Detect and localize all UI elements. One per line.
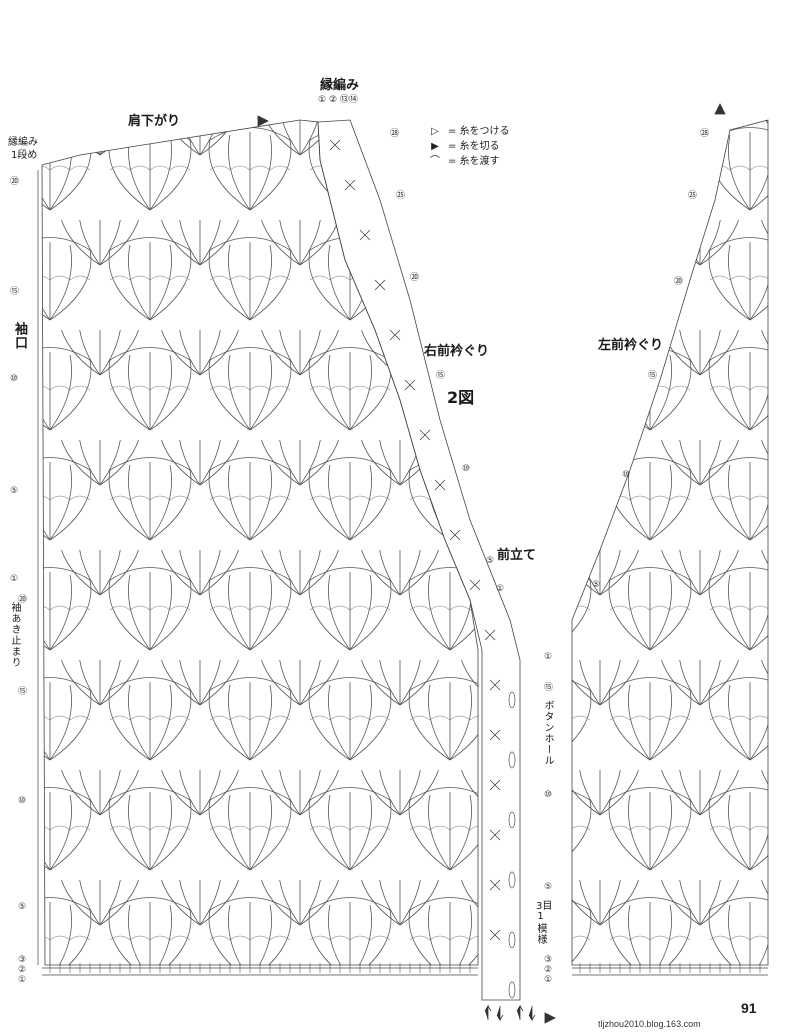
pattern-repeat-label-a: 3目 [536,901,553,912]
edging-row-number-2: ② [328,95,338,105]
row-marker: ⑳ [674,277,684,287]
row-marker: ⑩ [18,796,27,806]
cut-yarn-icon: ▶ [431,141,439,152]
edging-title: 縁編み [320,78,360,93]
front-band-label: 前立て [497,548,537,563]
row-marker: ㉕ [688,191,698,201]
foundation-ticks [49,963,761,973]
row-marker: ⑩ [462,464,471,474]
row-marker: ⑮ [648,371,658,381]
body-panel [41,119,479,966]
edging-row-numbers: ① ② ⑬⑭ [318,92,358,105]
row-marker: ① [10,574,19,584]
row-marker: ③ [544,955,553,965]
row-marker: ⑮ [436,371,446,381]
edging-row-number-3: ⑬⑭ [339,95,358,105]
row-marker: ⑮ [18,687,28,697]
left-front-panel [571,119,769,966]
carry-yarn-icon: ⌒ [430,156,440,167]
button-hole-label: ボタンホール [542,700,553,766]
row-marker: ⑩ [622,470,631,480]
row-marker: ⑮ [544,683,554,693]
row-marker: ㉘ [700,129,710,139]
right-neck-label: 右前衿ぐり [424,344,490,359]
row-marker: ⑳ [10,177,20,187]
join-yarn-icon: ▷ [431,126,439,137]
row-marker: ⑤ [486,556,495,566]
shoulder-label: 肩下がり [128,114,181,129]
legend-text: = 糸を切る [448,141,500,152]
row-marker: ① [18,975,27,985]
front-band [317,119,521,1001]
cuff-label: 袖口 [12,322,27,350]
row-marker: ① [544,652,553,662]
sleeve-end-label: 袖あき止まり [9,602,20,668]
row-marker: ㉘ [390,129,400,139]
row-marker: ⑤ [592,580,601,590]
bottom-arrows [257,103,726,1024]
page-number: 91 [741,1000,757,1016]
pattern-repeat-label-b: 1模様 [535,911,546,945]
legend-row: ▶ = 糸を切る [426,139,510,154]
foundation-rows [42,967,768,976]
row-marker: ① [544,975,553,985]
legend-text: = 糸を渡す [448,156,500,167]
row-marker: ⑤ [544,882,553,892]
row-marker: ⑳ [410,273,420,283]
row-marker: ⑤ [10,486,19,496]
row-marker: ㉕ [396,191,406,201]
row-marker: ⑩ [10,374,19,384]
row-marker: ② [544,965,553,975]
legend-text: = 糸をつける [448,126,510,137]
row-marker: ③ [18,955,27,965]
edging-row1-label-a: 縁編み [8,137,38,148]
watermark: tljzhou2010.blog.163.com [598,1019,701,1029]
edging-row1-label-b: 1段め [11,150,38,161]
symbol-legend: ▷ = 糸をつける ▶ = 糸を切る ⌒ = 糸を渡す [426,124,510,169]
row-marker: ⑤ [18,902,27,912]
row-marker: ⑳ [18,595,28,605]
row-marker: ① [496,584,505,594]
left-neck-label: 左前衿ぐり [598,338,664,353]
edging-row-number-1: ① [318,95,327,105]
legend-row: ⌒ = 糸を渡す [426,154,510,169]
row-marker: ⑩ [544,790,553,800]
figure-label: 2図 [447,388,475,407]
band-stitches [329,139,516,999]
row-marker: ⑮ [10,287,20,297]
row-marker: ② [18,965,27,975]
legend-row: ▷ = 糸をつける [426,124,510,139]
